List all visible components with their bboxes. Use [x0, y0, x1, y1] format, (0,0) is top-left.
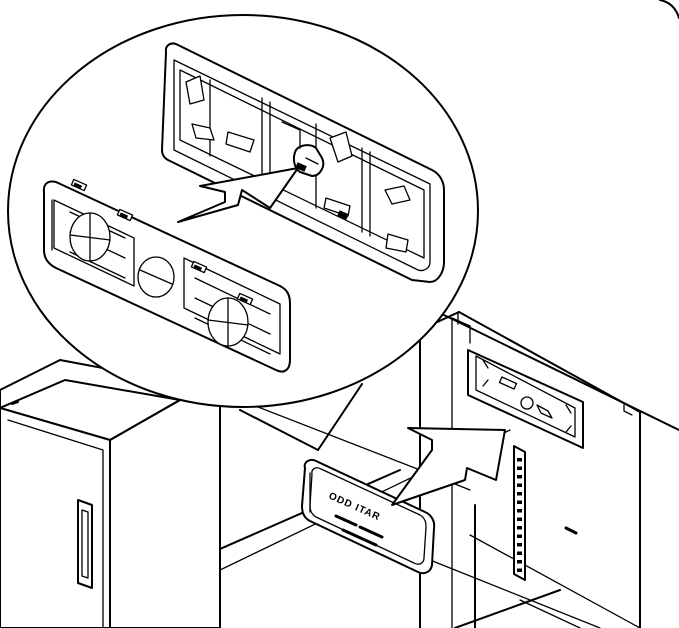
- callout-circle: [7, 14, 479, 408]
- slot-tick: [517, 458, 522, 462]
- slot-tick: [517, 568, 522, 572]
- slot-tick: [517, 466, 522, 470]
- case-slot-strip: [513, 445, 578, 581]
- insert-arrow-upper: [177, 167, 299, 223]
- slot-tick: [517, 509, 522, 513]
- magnified-callout: [7, 14, 479, 408]
- frame-corner: [659, 0, 679, 19]
- insert-arrow-lower: [391, 427, 506, 506]
- slot-tick: [517, 526, 522, 530]
- slot-tick: [517, 560, 522, 564]
- slot-tick: [517, 551, 522, 555]
- slot-tick: [517, 492, 522, 496]
- slot-tick: [517, 543, 522, 547]
- slot-tick: [517, 500, 522, 504]
- slot-tick: [517, 517, 522, 521]
- bay-cover-part: ODD ITAR: [301, 458, 436, 575]
- slot-tick: [517, 534, 522, 538]
- dust-filter-magnified: [42, 178, 291, 373]
- case-bay-opening: [467, 349, 584, 449]
- callout-pointer: [239, 383, 363, 451]
- slot-tick: [517, 475, 522, 479]
- slot-tick: [517, 483, 522, 487]
- bay-frame-magnified: [161, 42, 445, 283]
- drive-cage: [0, 359, 221, 628]
